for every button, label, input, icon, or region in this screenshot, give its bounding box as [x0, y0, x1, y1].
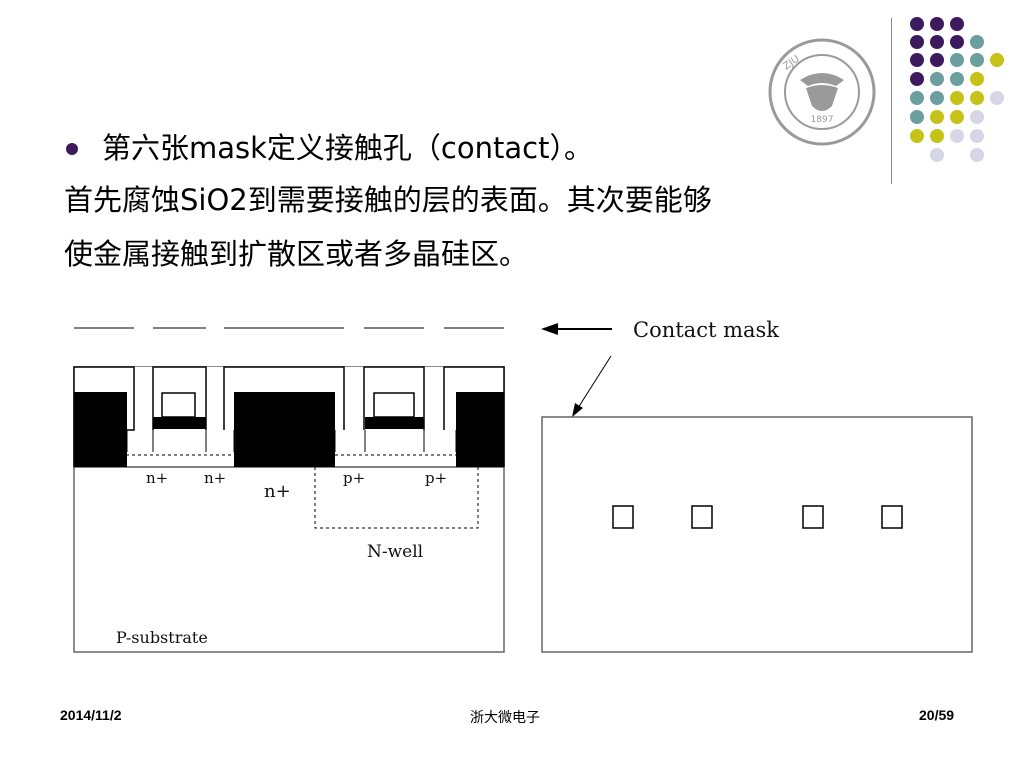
university-seal-logo: 1897 ZJU — [766, 36, 878, 148]
contact-mask-label: Contact mask — [633, 318, 780, 342]
mask-leader-arrow — [572, 355, 612, 417]
footer-center: 浙大微电子 — [470, 710, 540, 726]
footer-date: 2014/11/2 — [60, 707, 122, 723]
n-plus-label-1: n+ — [146, 469, 169, 487]
contact-opening-1 — [612, 505, 634, 529]
contact-opening-3 — [802, 505, 824, 529]
n-plus-label-3: n+ — [264, 481, 291, 502]
contact-opening-2 — [691, 505, 713, 529]
contact-mask-arrow — [541, 323, 612, 335]
bullet-icon — [66, 143, 78, 155]
cross-section — [73, 366, 505, 653]
n-well-label: N-well — [367, 542, 424, 562]
mask-top-view — [541, 416, 973, 653]
n-plus-label-2: n+ — [204, 469, 227, 487]
header-divider — [891, 18, 892, 184]
bullet-text: 第六张mask定义接触孔（contact）。 — [102, 131, 593, 165]
paragraph-line-1: 首先腐蚀SiO2到需要接触的层的表面。其次要能够 — [64, 183, 712, 217]
cmos-contact-diagram — [73, 323, 973, 653]
contact-opening-4 — [881, 505, 903, 529]
p-plus-label-1: p+ — [343, 469, 366, 487]
p-plus-label-2: p+ — [425, 469, 448, 487]
svg-text:1897: 1897 — [811, 115, 834, 125]
page-number: 20/59 — [919, 707, 955, 723]
paragraph-line-2: 使金属接触到扩散区或者多晶硅区。 — [64, 237, 529, 271]
p-substrate-label: P-substrate — [116, 628, 208, 647]
